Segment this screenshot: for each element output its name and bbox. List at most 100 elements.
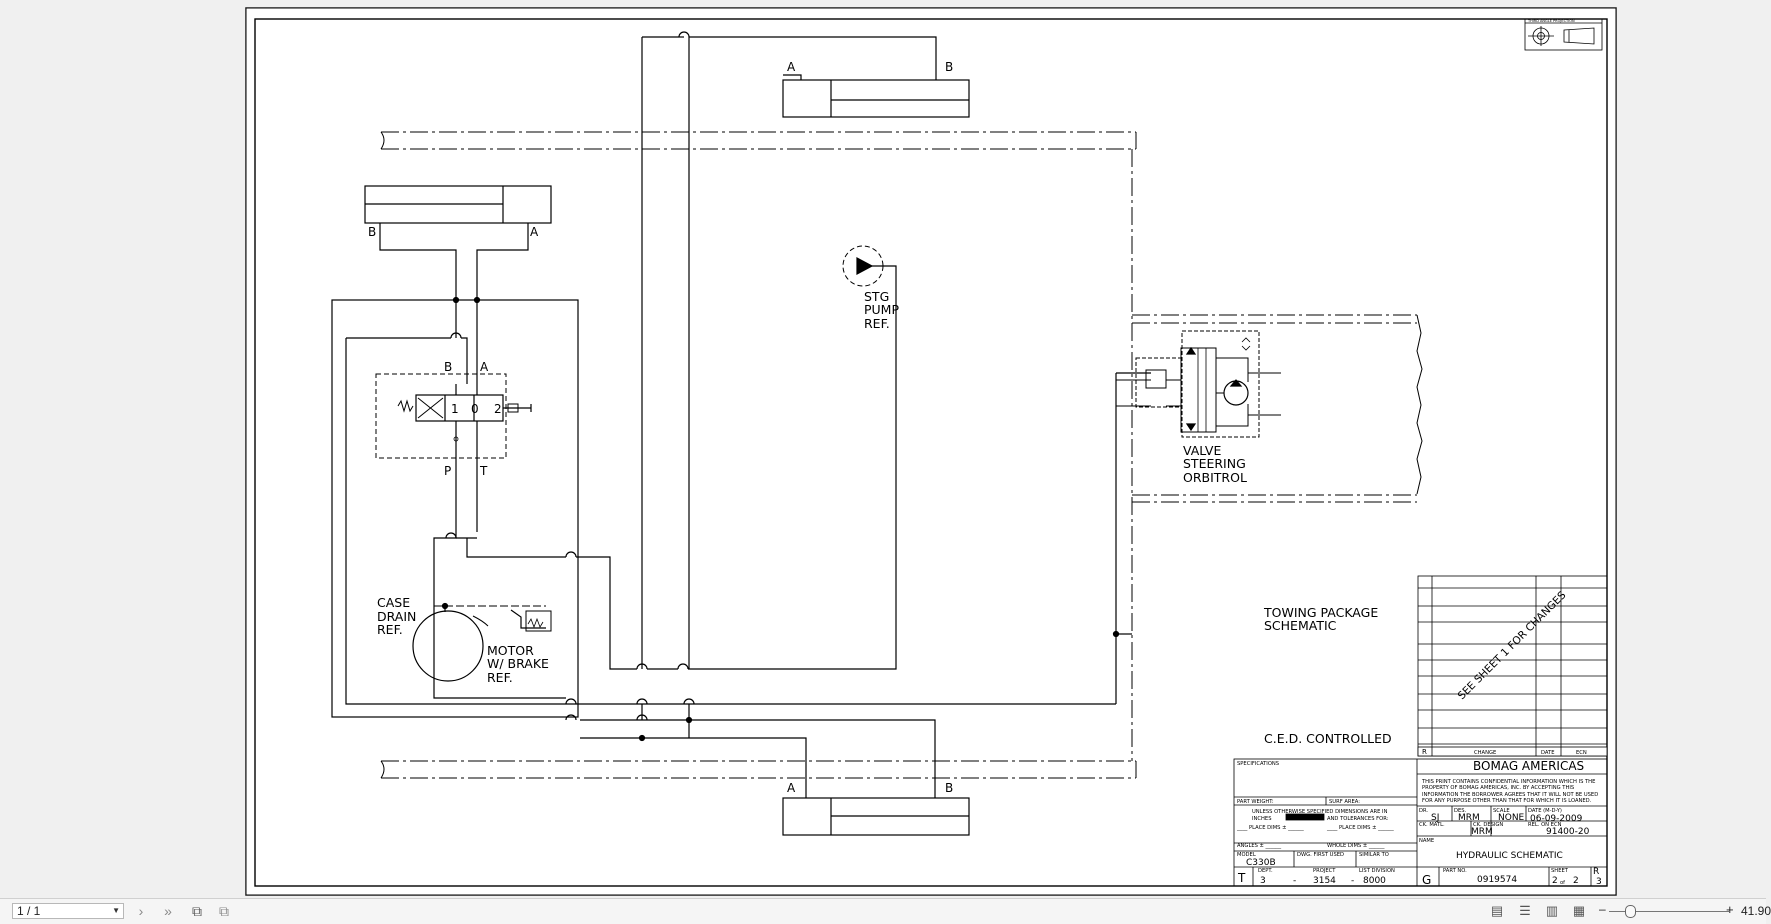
page-select[interactable]: 1 / 1 ▼ — [12, 903, 124, 919]
valve-port-b: B — [444, 360, 452, 374]
page-indicator: 1 / 1 — [17, 904, 41, 918]
motor-brake-label: MOTOR W/ BRAKE REF. — [487, 643, 549, 685]
part-number: 0919574 — [1477, 875, 1517, 885]
document-viewer[interactable]: A B A B B A B A P T 1 0 2 STG PUMP REF. — [0, 0, 1766, 898]
chevron-down-icon: ▼ — [112, 906, 120, 915]
zoom-slider-thumb[interactable] — [1625, 905, 1636, 918]
spool-position-1: 1 — [451, 402, 459, 416]
svg-text:SIMILAR TO: SIMILAR TO — [1359, 852, 1389, 858]
revision-table-headers: R CHANGE DATE ECN — [1422, 748, 1587, 756]
left-cyl-port-b: B — [368, 225, 376, 239]
dept-value: 3 — [1260, 876, 1266, 886]
sheet-inner-border — [254, 18, 1608, 887]
ced-controlled-label: C.E.D. CONTROLLED — [1264, 731, 1392, 746]
svg-text:DRAIN: DRAIN — [377, 609, 416, 624]
single-page-icon[interactable]: ▤ — [1490, 903, 1504, 918]
svg-text:CK. MATL.: CK. MATL. — [1419, 822, 1445, 828]
zoom-in-button[interactable]: + — [1726, 902, 1734, 917]
valve-port-a: A — [480, 360, 489, 374]
spool-position-2: 2 — [494, 402, 502, 416]
svg-text:MRM: MRM — [1471, 827, 1493, 837]
svg-text:CHANGE: CHANGE — [1474, 750, 1496, 756]
drawing-sheet: A B A B B A B A P T 1 0 2 STG PUMP REF. — [245, 7, 1617, 896]
svg-text:SJ: SJ — [1431, 813, 1439, 823]
valve-port-p: P — [444, 464, 451, 478]
two-page-icon[interactable]: ▥ — [1545, 903, 1559, 918]
svg-text:LIST DIVISION: LIST DIVISION — [1359, 868, 1395, 874]
svg-text:CK. DESIGN: CK. DESIGN — [1473, 822, 1503, 828]
svg-text:REF.: REF. — [377, 622, 403, 637]
svg-text:2: 2 — [1552, 876, 1558, 886]
title-block-text: THIRD ANGLE PROJECTION BOMAG AMERICAS TH… — [1236, 19, 1602, 887]
date-value: 06-09-2009 — [1530, 814, 1583, 824]
svg-text:THIS PRINT CONTAINS CONFIDENTI: THIS PRINT CONTAINS CONFIDENTIAL INFORMA… — [1421, 779, 1595, 785]
svg-text:DATE (M-D-Y): DATE (M-D-Y) — [1528, 808, 1562, 814]
svg-text:____ PLACE DIMS ± ______: ____ PLACE DIMS ± ______ — [1326, 825, 1394, 831]
svg-text:3: 3 — [1596, 877, 1602, 887]
top-cyl-port-b: B — [945, 60, 953, 74]
spool-position-0: 0 — [471, 402, 479, 416]
svg-text:ORBITROL: ORBITROL — [1183, 470, 1247, 485]
motor-with-brake-symbol — [412, 602, 552, 682]
top-cyl-port-a: A — [787, 60, 796, 74]
sheet-outer-border — [245, 7, 1617, 896]
zoom-level[interactable]: 41.90 — [1741, 904, 1771, 918]
stg-pump-label: STG PUMP REF. — [864, 289, 899, 331]
left-cylinder — [364, 185, 552, 300]
bottom-cylinder — [580, 719, 970, 836]
svg-text:2: 2 — [1573, 876, 1579, 886]
svg-text:DATE: DATE — [1541, 750, 1555, 756]
svg-text:PUMP: PUMP — [864, 302, 899, 317]
valve-port-t: T — [479, 464, 488, 478]
svg-text:SHEET: SHEET — [1551, 868, 1569, 874]
valve-steering-label: VALVE STEERING ORBITROL — [1183, 443, 1247, 485]
svg-text:TOWING PACKAGE: TOWING PACKAGE — [1263, 605, 1378, 620]
two-page-continuous-icon[interactable]: ▦ — [1572, 903, 1586, 918]
svg-text:THIRD ANGLE PROJECTION: THIRD ANGLE PROJECTION — [1527, 19, 1575, 23]
zoom-out-button[interactable]: – — [1599, 902, 1606, 916]
svg-text:-: - — [1293, 876, 1296, 886]
svg-text:DES.: DES. — [1454, 808, 1467, 814]
hydraulic-schematic-drawing: A B A B B A B A P T 1 0 2 STG PUMP REF. — [245, 7, 1617, 896]
left-cyl-port-a: A — [530, 225, 539, 239]
case-drain-label: CASE DRAIN REF. — [377, 595, 416, 637]
svg-text:R: R — [1593, 867, 1599, 877]
revision-table — [1417, 575, 1608, 757]
svg-text:AND TOLERANCES FOR:: AND TOLERANCES FOR: — [1327, 816, 1389, 822]
directional-control-valve — [375, 373, 532, 468]
zoom-slider[interactable] — [1609, 911, 1729, 912]
svg-text:DR.: DR. — [1419, 808, 1428, 814]
copy-icon[interactable]: ⧉ — [192, 903, 202, 919]
status-bar: 1 / 1 ▼ › » ⧉ ⧉ ▤ ☰ ▥ ▦ – + 41.90 — [0, 898, 1771, 924]
schematic-labels: A B A B B A B A P T 1 0 2 STG PUMP REF. — [368, 60, 1569, 795]
svg-text:DWG. FIRST USED: DWG. FIRST USED — [1297, 852, 1344, 858]
company-name: BOMAG AMERICAS — [1473, 759, 1584, 773]
frame-boundary — [381, 131, 1417, 779]
stg-pump-symbol — [842, 245, 884, 287]
svg-text:WHOLE DIMS ± ______: WHOLE DIMS ± ______ — [1327, 843, 1385, 849]
svg-text:SCHEMATIC: SCHEMATIC — [1264, 618, 1337, 633]
title-block — [1233, 758, 1608, 887]
svg-text:T: T — [1237, 871, 1246, 885]
svg-text:R: R — [1422, 748, 1427, 756]
clipboard-icon[interactable]: ⧉ — [219, 903, 229, 919]
svg-text:W/ BRAKE: W/ BRAKE — [487, 656, 549, 671]
valve-block-outline — [331, 299, 579, 718]
svg-text:PART NO.: PART NO. — [1443, 868, 1467, 874]
svg-text:NAME: NAME — [1419, 838, 1434, 844]
svg-text:PROPERTY OF BOMAG AMERICAS, IN: PROPERTY OF BOMAG AMERICAS, INC. BY ACCE… — [1422, 785, 1574, 791]
svg-text:VALVE: VALVE — [1183, 443, 1221, 458]
svg-text:UNLESS OTHERWISE SPECIFIED DIM: UNLESS OTHERWISE SPECIFIED DIMENSIONS AR… — [1252, 809, 1388, 815]
chevron-right-icon[interactable]: › — [138, 903, 144, 919]
project-value: 3154 — [1313, 876, 1336, 886]
continuous-page-icon[interactable]: ☰ — [1519, 903, 1531, 918]
svg-text:-: - — [1351, 876, 1354, 886]
svg-text:SPECIFICATIONS: SPECIFICATIONS — [1237, 761, 1279, 767]
svg-text:ANGLES ± ______: ANGLES ± ______ — [1237, 843, 1282, 849]
svg-text:91400-20: 91400-20 — [1546, 827, 1590, 837]
double-chevron-right-icon[interactable]: » — [164, 903, 172, 919]
svg-text:REF.: REF. — [487, 670, 513, 685]
svg-text:G: G — [1422, 873, 1431, 887]
svg-text:of: of — [1560, 880, 1565, 886]
svg-text:CASE: CASE — [377, 595, 410, 610]
